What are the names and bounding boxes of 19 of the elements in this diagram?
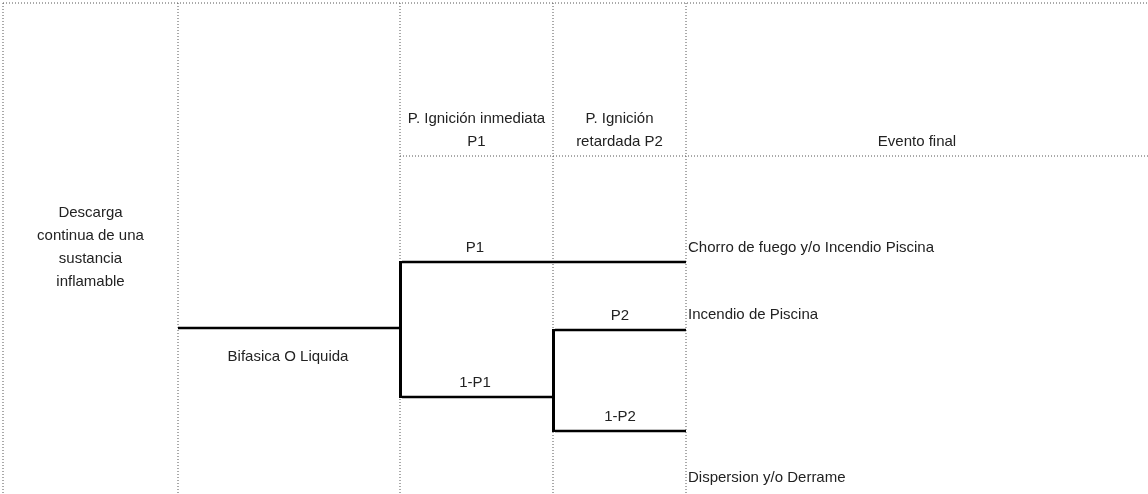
final-event: Dispersion y/o Derrame	[686, 431, 986, 488]
branch-bar	[552, 329, 555, 432]
column-header: P. Ignición retardada P2	[575, 108, 664, 151]
branch-line	[402, 260, 686, 264]
branch-line	[555, 429, 686, 433]
branch-line	[402, 395, 552, 399]
edge-label: Bifasica O Liquida	[227, 345, 349, 366]
edge-label: 1-P2	[604, 405, 636, 426]
edge-label: 1-P1	[459, 371, 491, 392]
edge-label: P1	[465, 236, 485, 257]
branch-bar	[399, 261, 402, 398]
column-header: Evento final	[877, 131, 957, 151]
branch-line	[178, 326, 399, 330]
column-header: P. Ignición inmediata P1	[406, 108, 547, 151]
final-event: Incendio de Piscina	[686, 298, 986, 328]
branch-line	[555, 328, 686, 332]
initiating-event: Descarga continua de una sustancia inflamable	[3, 200, 178, 340]
final-event: Chorro de fuego y/o Incendio Piscina	[686, 230, 1106, 262]
edge-label: P2	[610, 304, 630, 325]
